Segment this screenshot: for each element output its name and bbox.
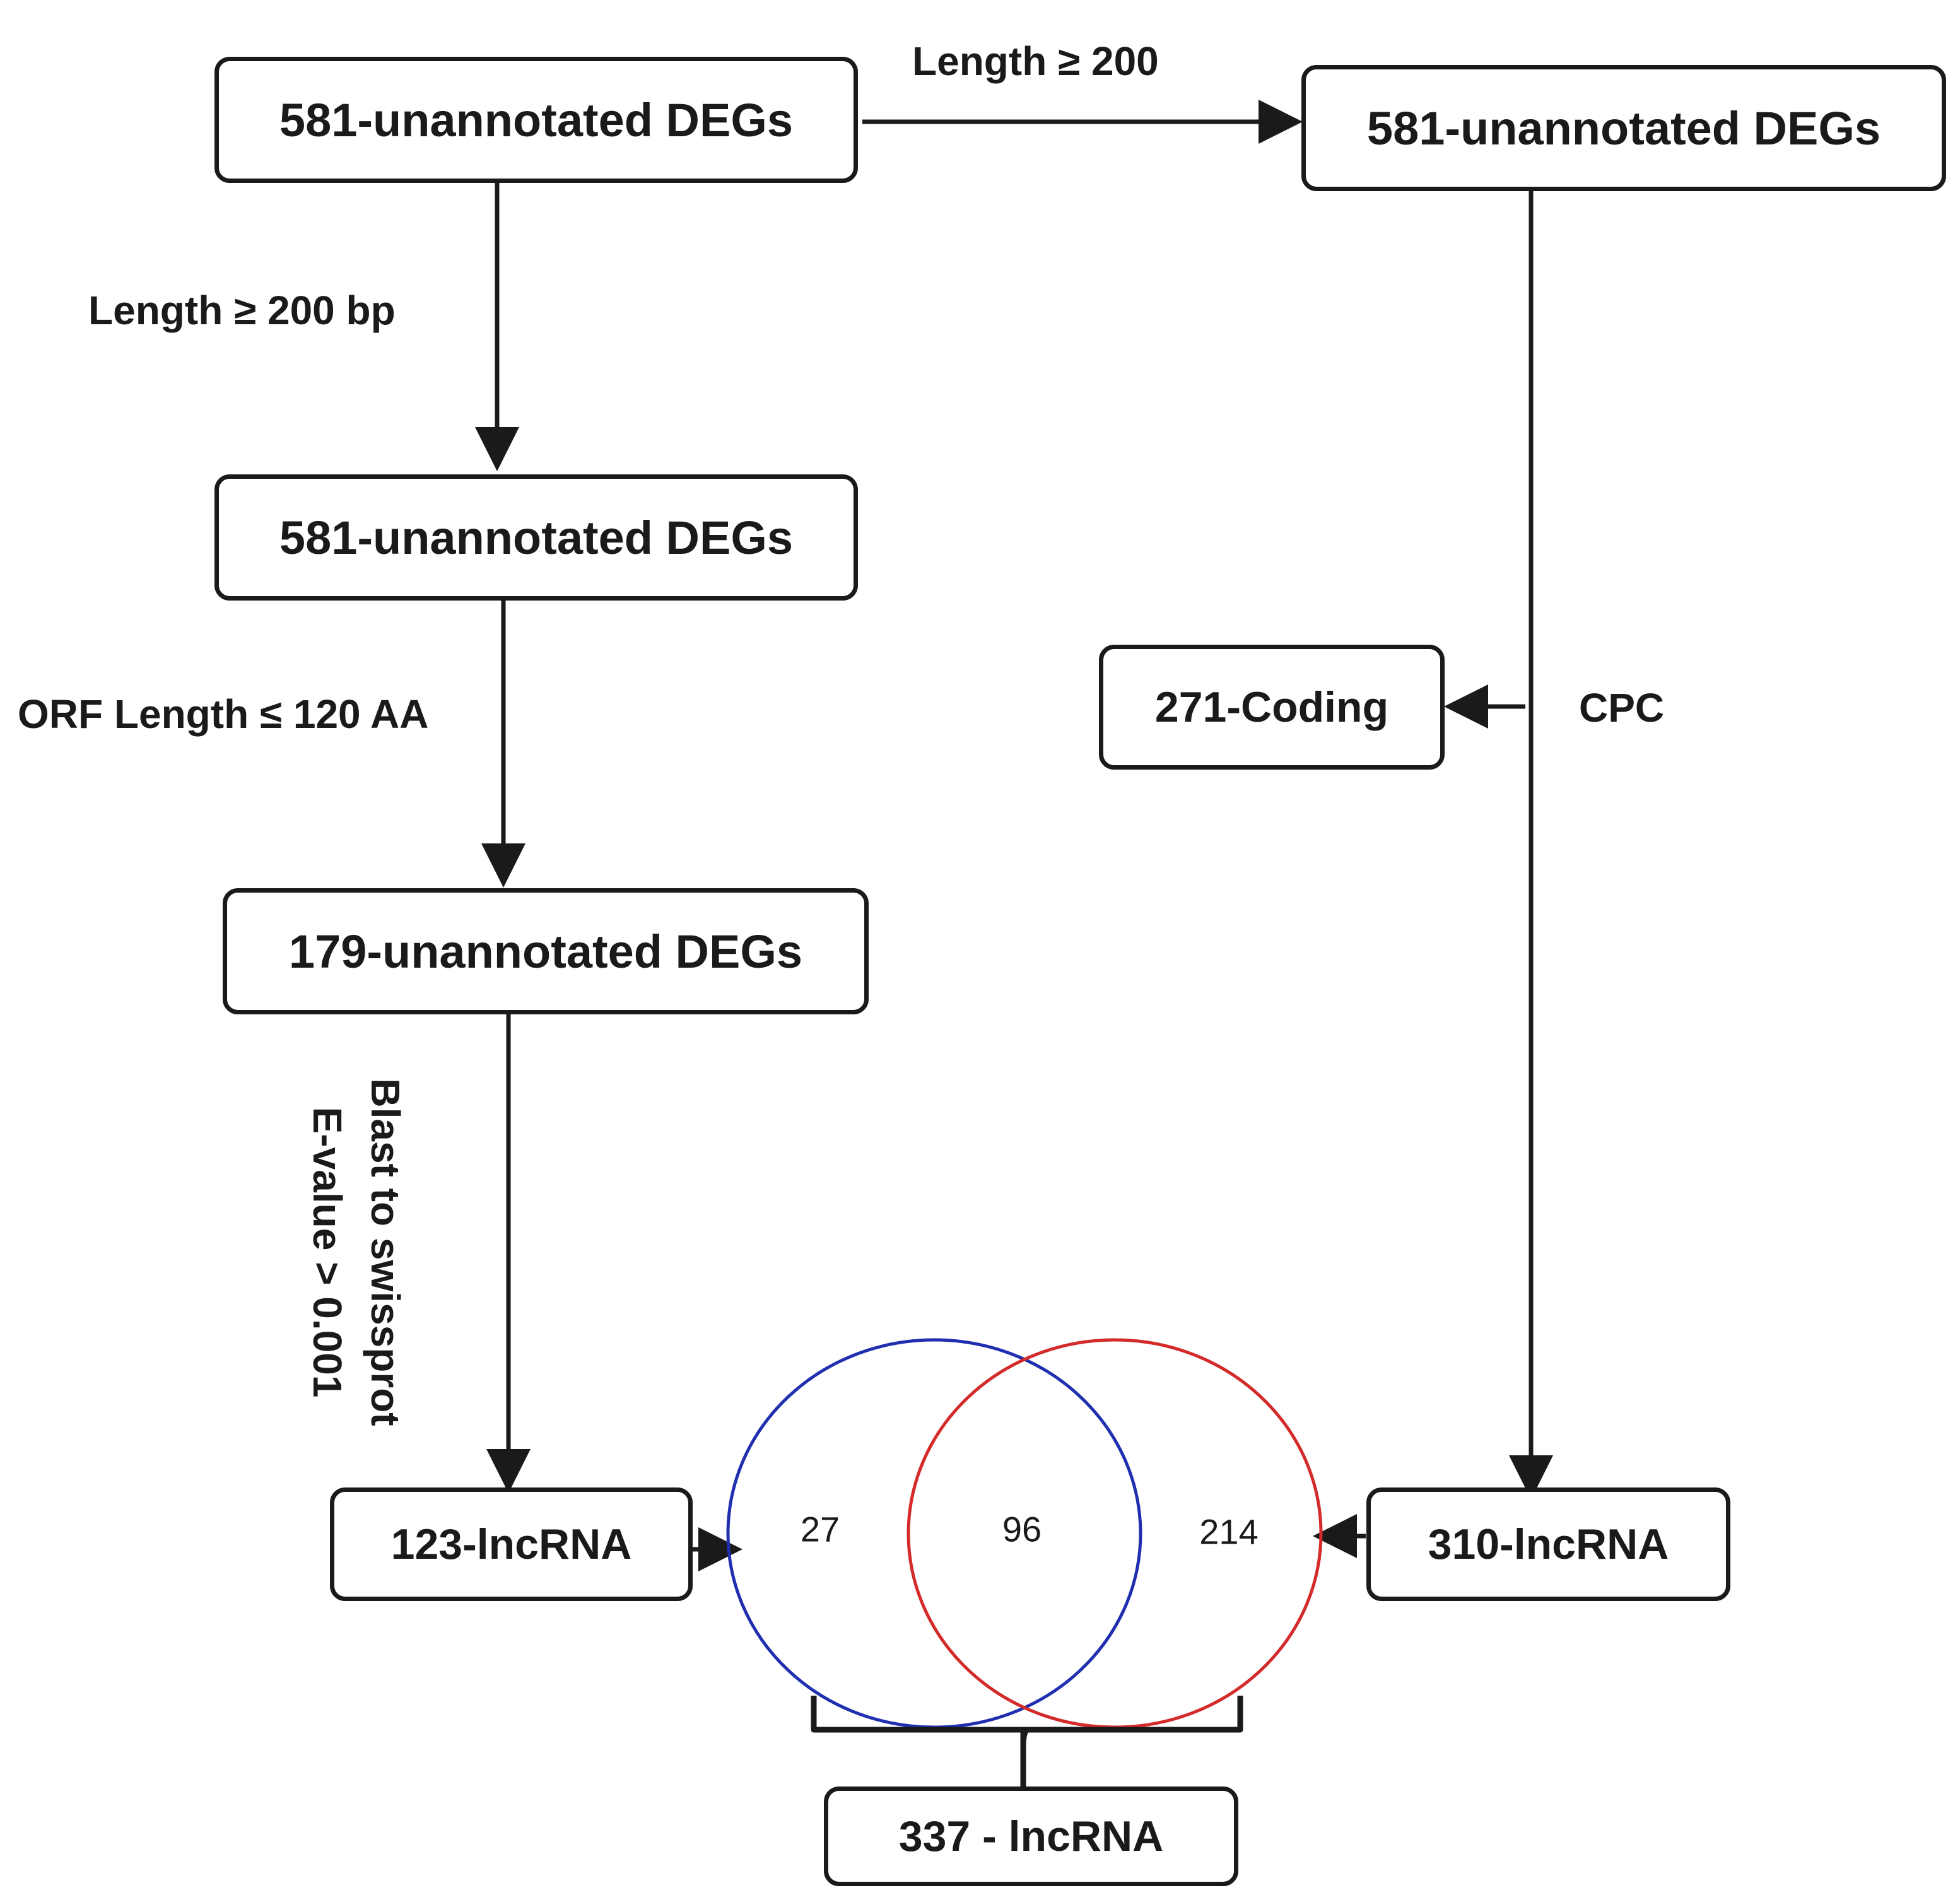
venn-left-only-count: 27 xyxy=(800,1509,840,1549)
label-orf-length: ORF Length ≤ 120 AA xyxy=(18,691,429,737)
box-123-lncrna: 123-lncRNA xyxy=(330,1487,693,1601)
box-271-coding: 271-Coding xyxy=(1099,645,1445,770)
label-blast-line1: Blast to swissprot xyxy=(363,1078,408,1426)
box-top-right-581-degs: 581-unannotated DEGs xyxy=(1301,65,1946,191)
label-length-200: Length ≥ 200 xyxy=(912,38,1159,84)
box-179-degs: 179-unannotated DEGs xyxy=(223,888,869,1014)
box-mid-left-581-degs: 581-unannotated DEGs xyxy=(214,474,858,601)
venn-right-only-count: 214 xyxy=(1199,1511,1259,1552)
label-blast-line2: E-value > 0.001 xyxy=(305,1106,350,1398)
box-310-lncrna: 310-lncRNA xyxy=(1366,1487,1730,1601)
label-length-200-bp: Length ≥ 200 bp xyxy=(88,288,396,333)
venn-circle-left xyxy=(726,1338,1142,1729)
venn-circle-right xyxy=(907,1338,1323,1729)
box-top-left-581-degs: 581-unannotated DEGs xyxy=(214,57,858,183)
venn-overlap-count: 96 xyxy=(1002,1509,1042,1549)
box-337-lncrna: 337 - lncRNA xyxy=(824,1786,1238,1886)
label-blast-swissprot: Blast to swissprot E-value > 0.001 xyxy=(298,1078,414,1426)
union-bracket xyxy=(811,1696,1243,1751)
label-cpc: CPC xyxy=(1579,685,1665,730)
